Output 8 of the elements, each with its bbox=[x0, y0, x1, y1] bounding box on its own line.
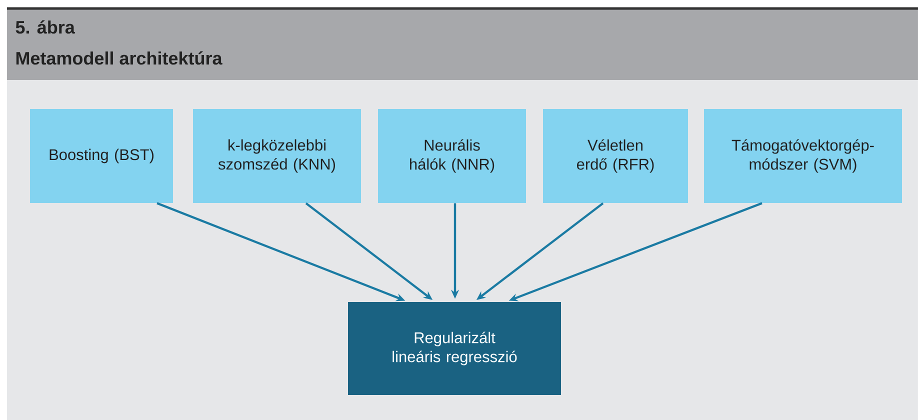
model-box: k-legközelebbi szomszéd (KNN) bbox=[193, 109, 361, 203]
result-box: Regularizált lineáris regresszió bbox=[348, 302, 561, 395]
title: Metamodell architektúra bbox=[16, 51, 222, 65]
model-box: Neurális hálók (NNR) bbox=[378, 109, 526, 203]
model-box: Boosting (BST) bbox=[30, 109, 173, 203]
model-box: Véletlen erdő (RFR) bbox=[543, 109, 688, 203]
model-box: Támogatóvektorgép-módszer (SVM) bbox=[704, 109, 902, 203]
figure-number: 5. ábra bbox=[16, 20, 76, 34]
